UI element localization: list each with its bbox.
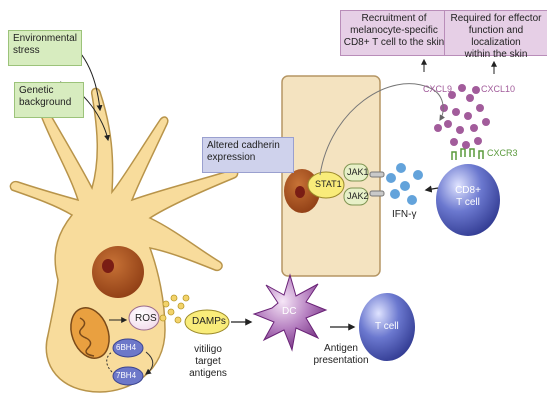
vitiligo-line3: antigens [189,368,227,379]
genetic-background-box: Genetic background [14,82,84,118]
melanocyte-nucleus [92,246,144,298]
altered-cadherin-line2: expression [207,152,256,163]
recruitment-box: Recruitment of melanocyte-specific CD8+ … [340,10,448,56]
ifn-receptor-1 [369,171,385,178]
stat1-label: STAT1 [315,179,342,189]
bh4-7-label: 7BH4 [116,371,137,380]
required-line1: Required for effector [450,13,542,24]
ifn-receptor-2 [369,190,385,197]
t-cell [359,293,415,361]
mitochondrion [70,307,110,359]
bh4-cycle-arrow [145,351,154,375]
cxcl10-label: CXCL10 [481,84,516,94]
jak2-label: JAK2 [347,191,369,201]
genetic-background-line1: Genetic [19,85,54,96]
keratinocyte-nucleolus [295,186,305,198]
ifn-gamma-molecules [386,163,423,205]
jak2-protein [343,187,369,206]
nucleolus [102,259,114,273]
cd8-line1: CD8+ [455,185,481,196]
t-cell-label: T cell [375,321,399,332]
dendritic-cell [252,273,328,352]
vitiligo-line2: target [195,356,221,367]
ros-label: ROS [135,313,157,324]
cxcr3-label: CXCR3 [487,148,518,158]
ifn-gamma-label: IFN-γ [392,209,417,220]
jak1-protein [343,163,369,182]
recruitment-line2: melanocyte-specific [350,25,438,36]
vitiligo-antigens-label: vitiligo target antigens [184,344,232,380]
cd8-t-cell [436,164,500,236]
ros-bubble [128,305,160,331]
damps-bubble [184,309,230,335]
required-line2: function and localization [468,25,524,48]
damps-label: DAMPs [192,316,226,327]
dc-label: DC [282,306,297,317]
altered-cadherin-line1: Altered cadherin [207,140,280,151]
genetic-background-line2: background [19,97,72,108]
stat1-protein [307,171,345,199]
environmental-stress-line1: Environmental [13,33,77,44]
stat1-chemokine-arrow [319,83,446,176]
melanocyte-cell [9,87,239,393]
cd8-line2: T cell [456,197,480,208]
environmental-stress-box: Environmental stress [8,30,82,66]
bh4-7-oval [112,366,144,386]
cd8-t-cell-label: CD8+ T cell [450,185,486,209]
chemokine-molecules [434,84,490,149]
damp-particles [159,294,190,324]
required-line3: within the skin [464,49,528,60]
antigen-line1: Antigen [324,343,358,354]
required-box: Required for effector function and local… [444,10,547,60]
recruitment-line3: CD8+ T cell to the skin [343,37,445,48]
bh4-cycle-arrow-dashed [106,351,113,373]
environmental-stress-line2: stress [13,45,40,56]
tcell-ifn-arrow [424,185,439,193]
altered-cadherin-box: Altered cadherin expression [202,137,294,173]
recruitment-line1: Recruitment of [361,13,427,24]
bh4-6-label: 6BH4 [116,343,137,352]
cxcl9-label: CXCL9 [423,84,453,94]
antigen-line2: presentation [313,355,369,366]
vitiligo-line1: vitiligo [194,344,222,355]
cxcr3-receptors [451,148,484,160]
bh4-6-oval [112,338,144,358]
antigen-presentation-label: Antigen presentation [312,343,370,367]
jak1-label: JAK1 [347,167,369,177]
